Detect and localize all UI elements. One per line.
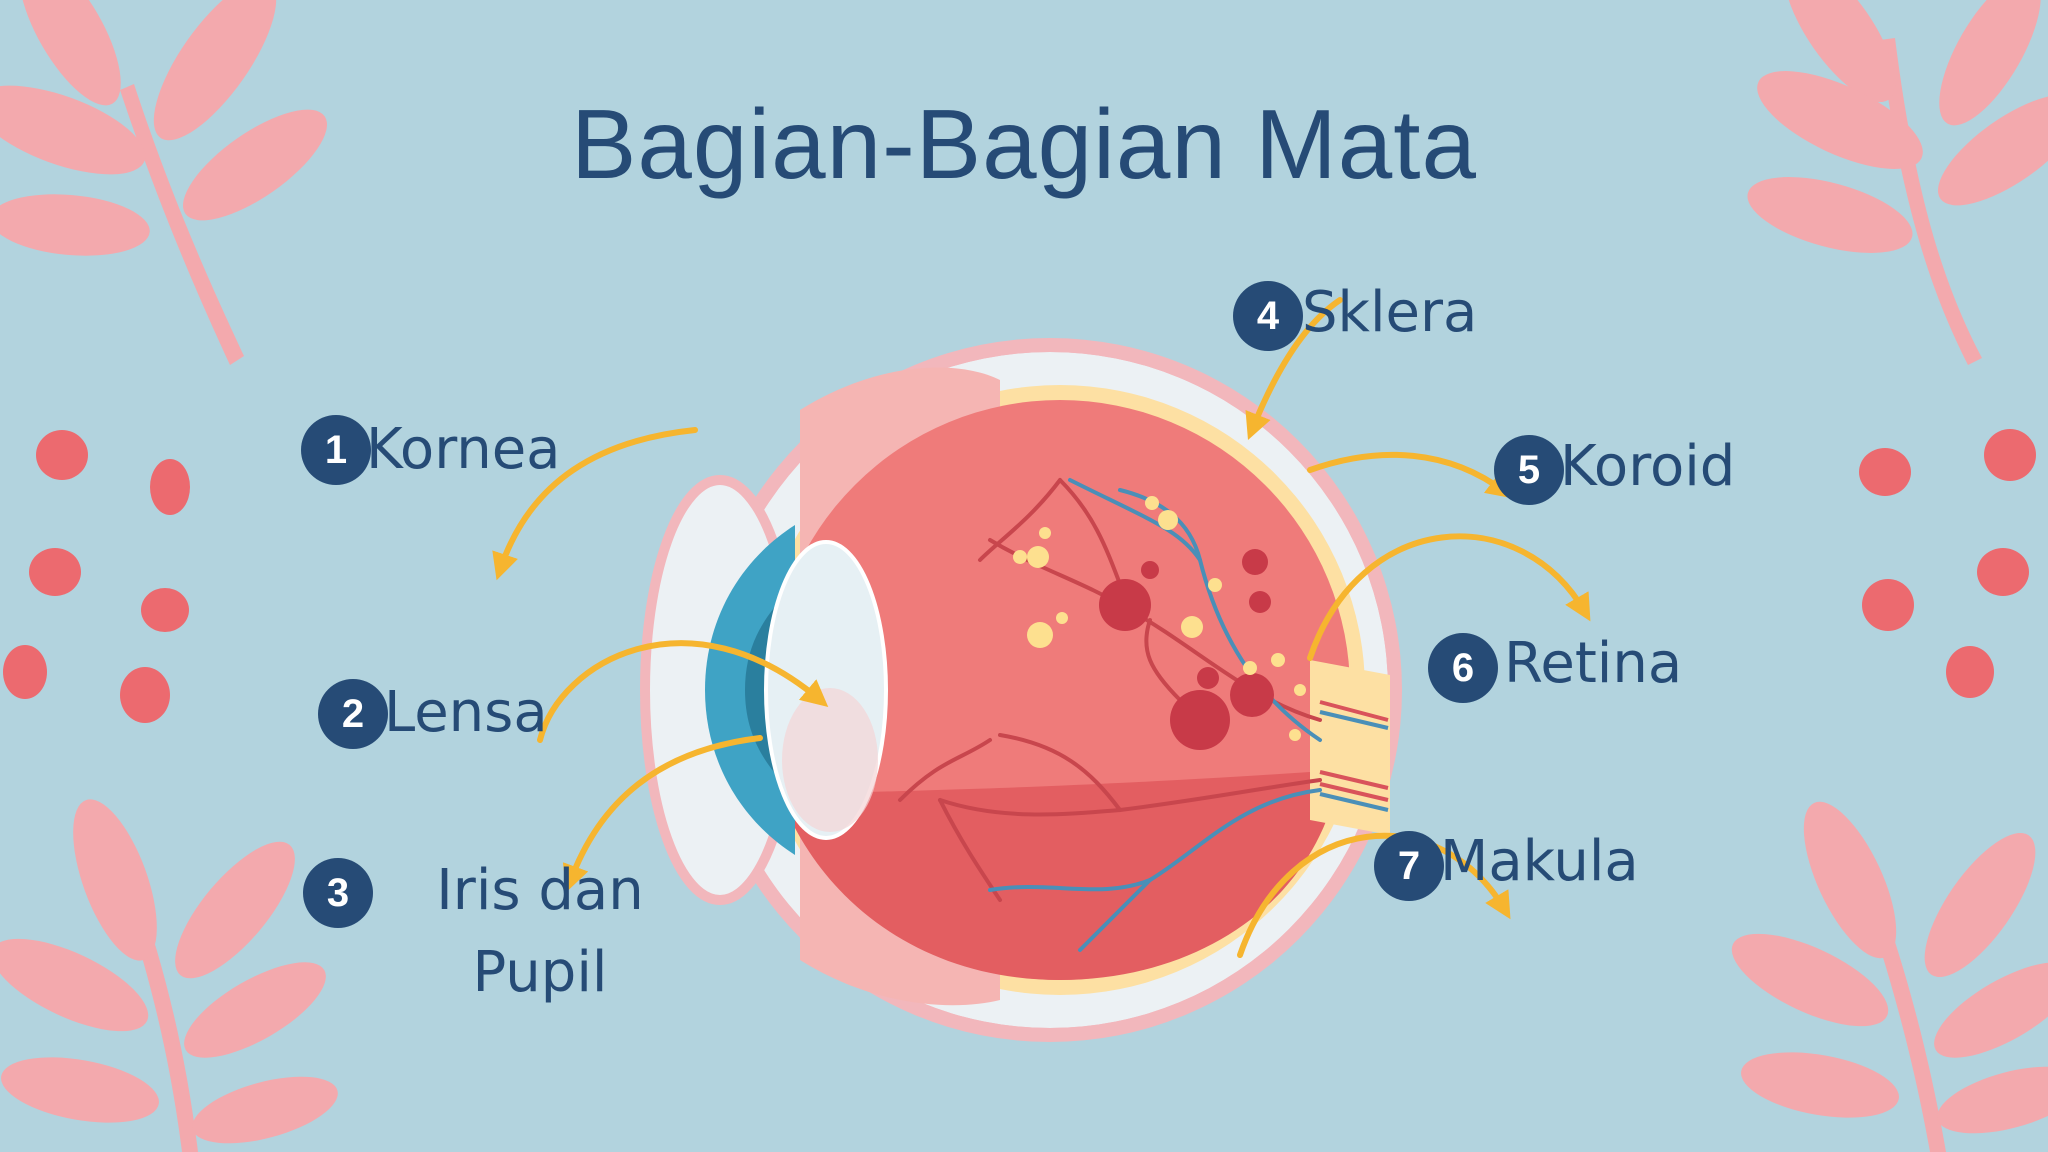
arrow-makula	[1237, 832, 1511, 958]
label-iris-pupil: Iris dan Pupil	[420, 850, 660, 1014]
arrow-iris	[562, 735, 763, 893]
badge-4-sklera: 4	[1233, 281, 1303, 351]
label-iris-line1: Iris dan	[436, 858, 644, 923]
arrow-sklera	[1245, 297, 1343, 441]
dots-decoration-left	[3, 430, 190, 723]
arrow-koroid	[1307, 451, 1514, 499]
badge-6-retina: 6	[1428, 633, 1498, 703]
badge-2-lensa: 2	[318, 679, 388, 749]
arrow-lensa	[537, 640, 829, 743]
label-lensa: Lensa	[384, 680, 548, 745]
leaf-decoration-top-right	[1747, 0, 2048, 365]
label-kornea: Kornea	[366, 417, 561, 482]
badge-3-iris-pupil: 3	[303, 858, 373, 928]
label-iris-line2: Pupil	[472, 940, 608, 1005]
label-koroid: Koroid	[1560, 434, 1736, 499]
leaf-decoration-bottom-right	[1731, 801, 2048, 1152]
page-title: Bagian-Bagian Mata	[570, 89, 1478, 199]
leaf-decoration-bottom-left	[0, 799, 338, 1152]
badge-1-kornea: 1	[301, 415, 371, 485]
arrow-kornea	[492, 427, 698, 581]
badge-5-koroid: 5	[1494, 435, 1564, 505]
badge-7-makula: 7	[1374, 831, 1444, 901]
eye-cross-section	[640, 338, 1402, 1042]
arrow-retina	[1307, 533, 1591, 661]
label-sklera: Sklera	[1302, 280, 1478, 345]
connector-arrows	[492, 297, 1591, 958]
dots-decoration-right	[1859, 429, 2036, 698]
leaf-decoration-top-left	[0, 0, 328, 365]
label-makula: Makula	[1440, 829, 1639, 894]
label-retina: Retina	[1504, 631, 1683, 696]
